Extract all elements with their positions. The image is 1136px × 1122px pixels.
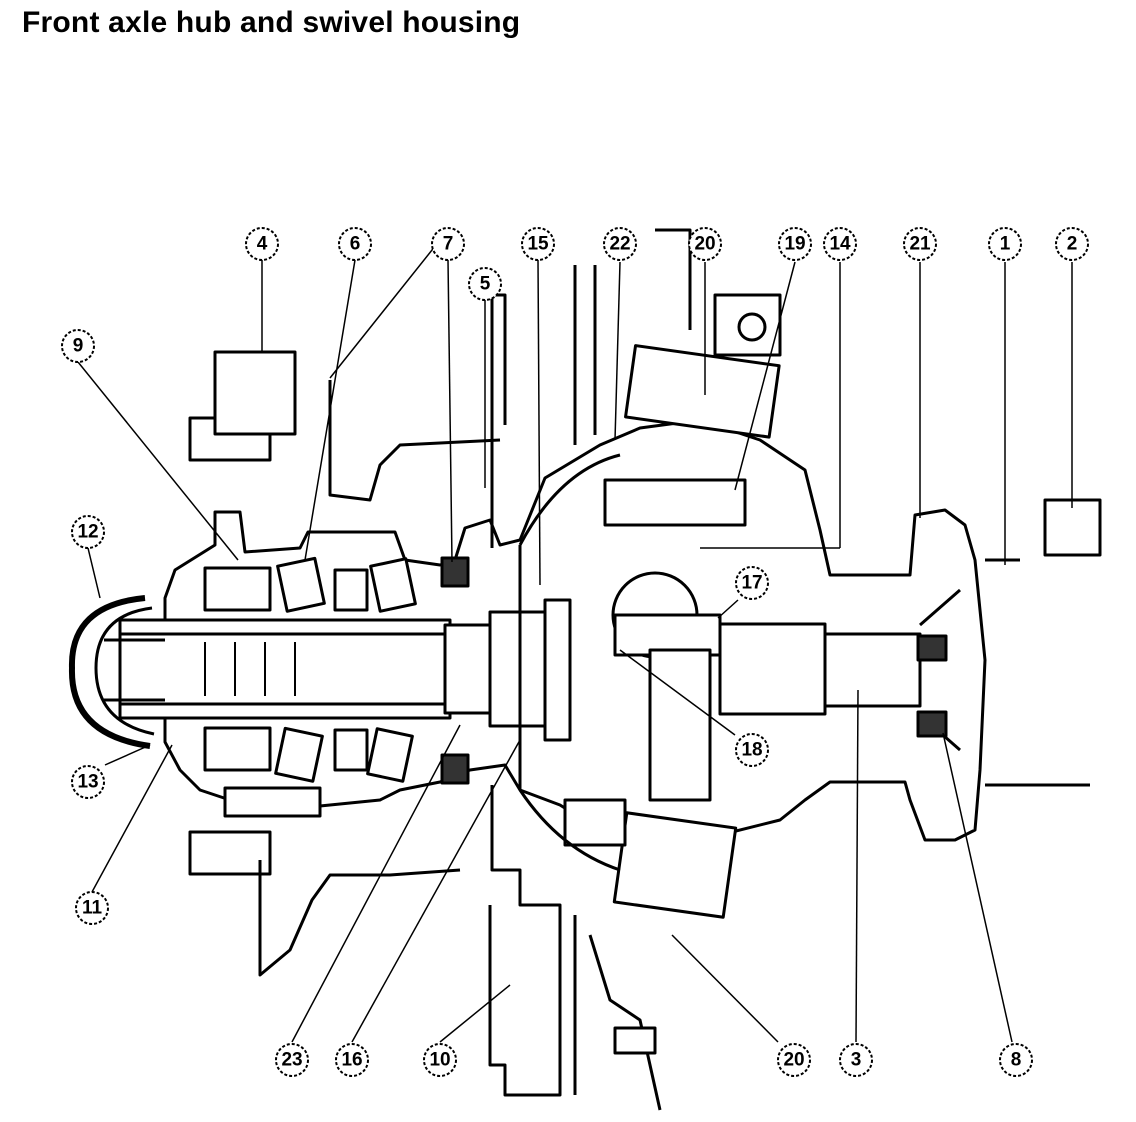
callout-11: 11 xyxy=(75,891,109,925)
svg-text:14: 14 xyxy=(829,234,851,255)
callout-10: 10 xyxy=(423,1043,457,1077)
callout-19: 19 xyxy=(778,227,812,261)
callout-17: 17 xyxy=(735,566,769,600)
svg-text:4: 4 xyxy=(257,234,268,255)
svg-text:5: 5 xyxy=(480,274,491,295)
svg-text:1: 1 xyxy=(1000,234,1011,255)
svg-text:9: 9 xyxy=(73,336,84,357)
callout-8: 8 xyxy=(999,1043,1033,1077)
callout-23: 23 xyxy=(275,1043,309,1077)
leader-lines xyxy=(77,244,1073,1043)
svg-text:11: 11 xyxy=(82,898,103,919)
svg-text:22: 22 xyxy=(609,234,630,255)
callout-12: 12 xyxy=(71,515,105,549)
callout-13: 13 xyxy=(71,765,105,799)
callout-5: 5 xyxy=(468,267,502,301)
callout-2: 2 xyxy=(1055,227,1089,261)
drawing xyxy=(68,228,1102,1111)
svg-text:7: 7 xyxy=(443,234,454,255)
callout-3: 3 xyxy=(839,1043,873,1077)
svg-text:21: 21 xyxy=(909,234,931,255)
svg-text:17: 17 xyxy=(741,573,762,594)
svg-text:12: 12 xyxy=(77,522,98,543)
svg-text:19: 19 xyxy=(784,234,805,255)
callouts: 4 6 7 15 22 20 19 14 21 1 2 5 9 12 17 18… xyxy=(61,227,1089,1077)
callout-21: 21 xyxy=(903,227,937,261)
svg-text:15: 15 xyxy=(527,234,549,255)
svg-text:13: 13 xyxy=(77,772,98,793)
svg-text:16: 16 xyxy=(341,1050,362,1071)
svg-text:23: 23 xyxy=(281,1050,302,1071)
callout-18: 18 xyxy=(735,733,769,767)
callout-16: 16 xyxy=(335,1043,369,1077)
svg-text:2: 2 xyxy=(1067,234,1078,255)
callout-1: 1 xyxy=(988,227,1022,261)
svg-text:20: 20 xyxy=(783,1050,804,1071)
svg-text:20: 20 xyxy=(694,234,715,255)
callout-14: 14 xyxy=(823,227,857,261)
callout-22: 22 xyxy=(603,227,637,261)
page-title: Front axle hub and swivel housing xyxy=(22,6,521,39)
callout-20-bottom: 20 xyxy=(777,1043,811,1077)
callout-20-top: 20 xyxy=(688,227,722,261)
svg-text:8: 8 xyxy=(1011,1050,1022,1071)
svg-text:3: 3 xyxy=(851,1050,862,1071)
callout-4: 4 xyxy=(245,227,279,261)
callout-7: 7 xyxy=(431,227,465,261)
svg-text:6: 6 xyxy=(350,234,361,255)
svg-text:10: 10 xyxy=(429,1050,450,1071)
callout-15: 15 xyxy=(521,227,555,261)
callout-9: 9 xyxy=(61,329,95,363)
callout-6: 6 xyxy=(338,227,372,261)
svg-text:18: 18 xyxy=(741,740,762,761)
